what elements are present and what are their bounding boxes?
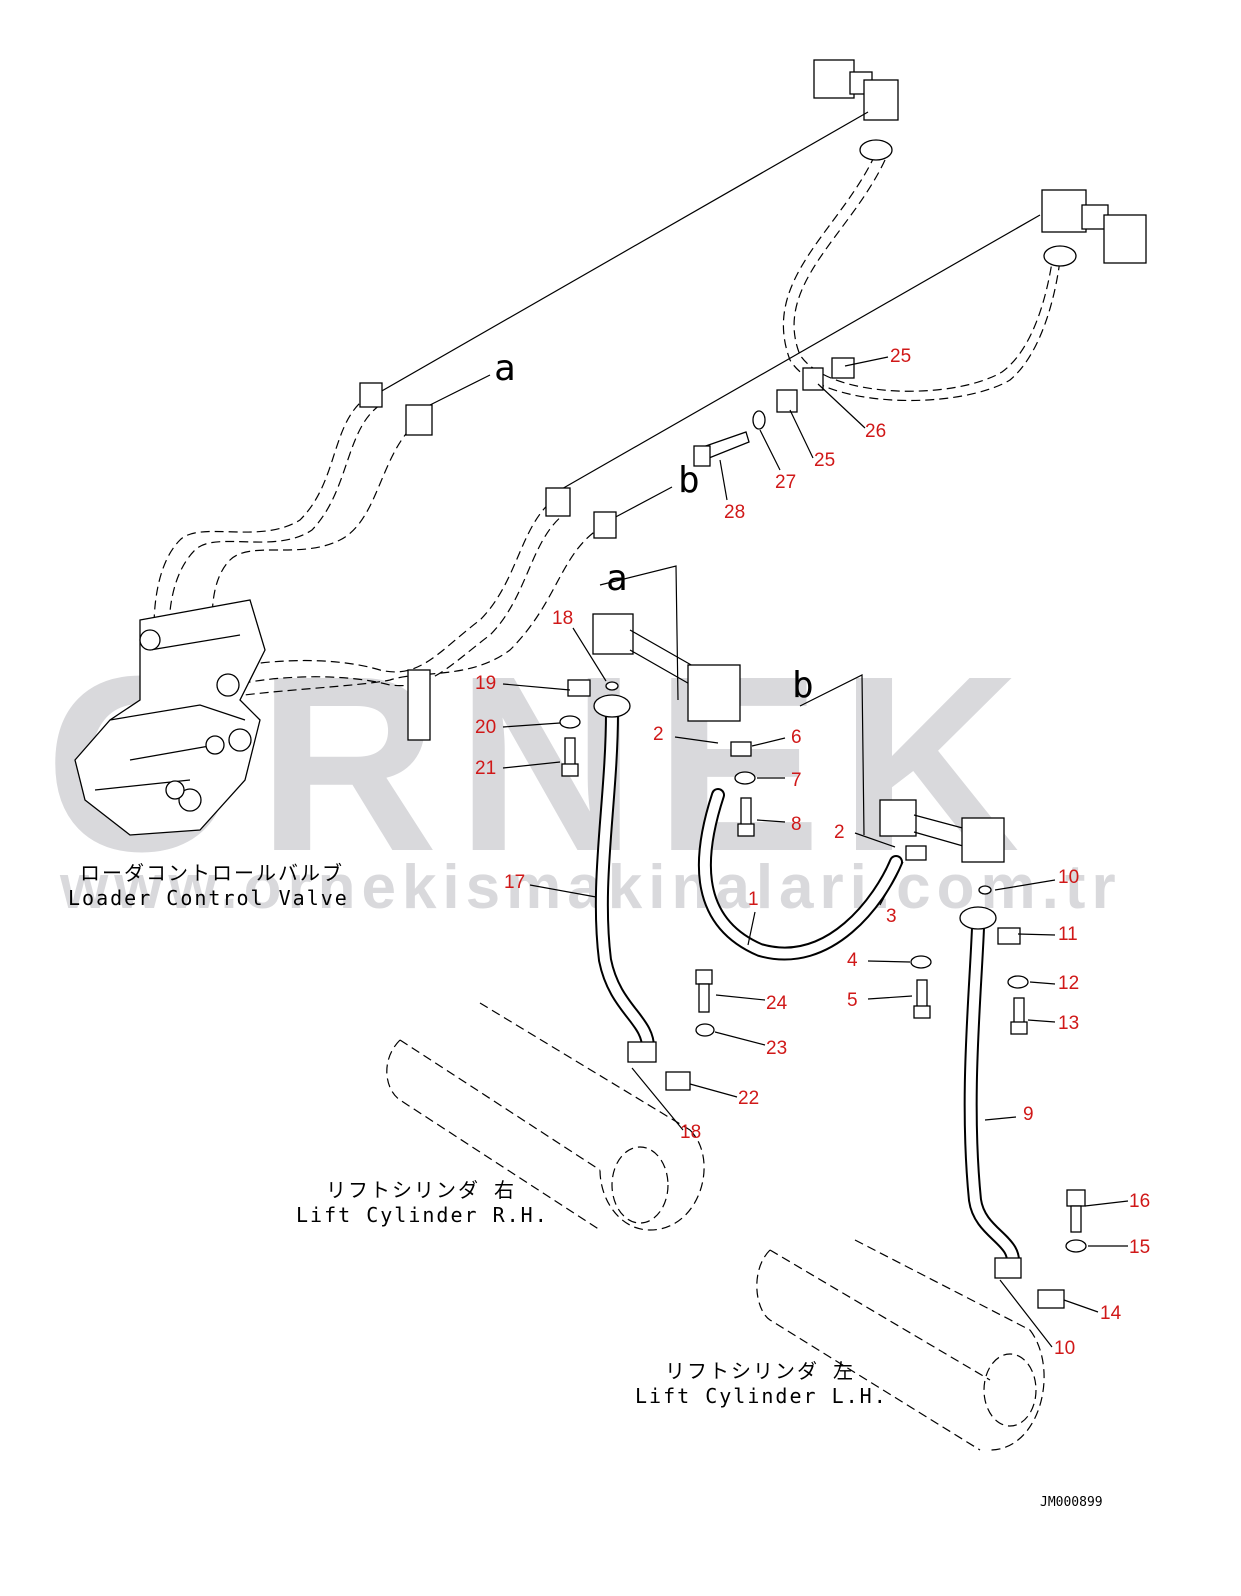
lift-cylinder-lh-label-en: Lift Cylinder L.H. xyxy=(635,1384,888,1408)
callout-10: 10 xyxy=(1054,1338,1075,1359)
view-letter-b: b xyxy=(678,460,700,501)
reference-lines xyxy=(379,111,1041,836)
callout-25: 25 xyxy=(890,346,911,367)
callout-7: 7 xyxy=(791,770,802,791)
loader-control-valve xyxy=(74,599,266,836)
callout-19: 19 xyxy=(475,673,496,694)
callout-20: 20 xyxy=(475,717,496,738)
leader-lines xyxy=(502,356,1129,1348)
upper-hoses xyxy=(782,139,1077,402)
view-letter-a: a xyxy=(494,348,516,389)
lift-cylinders xyxy=(386,1002,1045,1451)
callout-18: 18 xyxy=(680,1122,701,1143)
callout-4: 4 xyxy=(847,950,858,971)
callout-12: 12 xyxy=(1058,973,1079,994)
callout-5: 5 xyxy=(847,990,858,1011)
view-letter-b-detail: b xyxy=(792,665,814,706)
hoses xyxy=(593,694,1022,1279)
callout-2: 2 xyxy=(834,822,845,843)
callout-17: 17 xyxy=(504,872,525,893)
loader-valve-label-en: Loader Control Valve xyxy=(68,886,349,910)
callout-21: 21 xyxy=(475,758,496,779)
callout-18: 18 xyxy=(552,608,573,629)
callout-14: 14 xyxy=(1100,1303,1122,1324)
drawing-code: JM000899 xyxy=(1040,1495,1103,1510)
view-a-b-parts xyxy=(592,613,1005,863)
valve-tubes xyxy=(129,382,617,741)
callout-23: 23 xyxy=(766,1038,787,1059)
callout-24: 24 xyxy=(766,993,788,1014)
lift-cylinder-lh-label-jp: リフトシリンダ 左 xyxy=(665,1359,855,1383)
callout-25: 25 xyxy=(814,450,835,471)
part-callouts: 25 26 25 27 28 18 19 20 21 2 6 7 8 2 3 1… xyxy=(475,346,1150,1359)
callout-2: 2 xyxy=(653,724,664,745)
callout-8: 8 xyxy=(791,814,802,835)
callout-28: 28 xyxy=(724,502,745,523)
small-parts xyxy=(559,679,1087,1309)
callout-26: 26 xyxy=(865,421,886,442)
lift-cylinder-rh-label-jp: リフトシリンダ 右 xyxy=(326,1178,516,1202)
callout-10: 10 xyxy=(1058,867,1079,888)
callout-22: 22 xyxy=(738,1088,759,1109)
callout-13: 13 xyxy=(1058,1013,1079,1034)
callout-16: 16 xyxy=(1129,1191,1150,1212)
watermark-url: www.ornekismakinalari.com.tr xyxy=(59,853,1122,922)
callout-11: 11 xyxy=(1058,924,1078,945)
callout-9: 9 xyxy=(1023,1104,1034,1125)
callout-3: 3 xyxy=(886,906,897,927)
upper-cylinder-heads xyxy=(813,59,1147,264)
view-letter-a-detail: a xyxy=(606,558,628,599)
callout-1: 1 xyxy=(748,889,759,910)
callout-6: 6 xyxy=(791,727,802,748)
loader-valve-label-jp: ローダコントロールバルブ xyxy=(80,861,344,885)
lift-cylinder-rh-label-en: Lift Cylinder R.H. xyxy=(296,1203,549,1227)
callout-27: 27 xyxy=(775,472,796,493)
callout-15: 15 xyxy=(1129,1237,1150,1258)
